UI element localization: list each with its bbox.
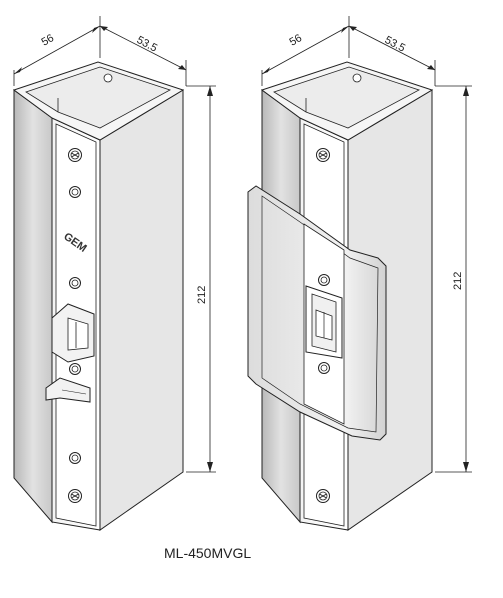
right-height-value: 212 — [452, 272, 464, 290]
left-lock-right-face — [99, 89, 184, 531]
left-height-value: 212 — [196, 286, 208, 304]
left-width-dimension: 56 — [13, 16, 101, 86]
right-lock-top-hole — [352, 73, 362, 83]
left-screw-top — [68, 148, 82, 162]
left-lock-view: GEM 56 53.5 — [12, 16, 216, 531]
left-height-dimension: 212 — [186, 85, 216, 473]
left-width-value: 56 — [40, 32, 57, 49]
left-screw-bottom — [68, 489, 82, 503]
right-lock-view: 56 53.5 212 — [247, 16, 472, 531]
left-hole-upper — [69, 186, 81, 198]
right-screw-bottom — [316, 489, 330, 503]
left-depth-value: 53.5 — [135, 34, 160, 55]
left-lock-top-hole — [103, 73, 113, 83]
left-lock-side-face — [13, 89, 53, 524]
left-hole-middle — [69, 277, 81, 289]
right-hole-upper — [318, 274, 330, 286]
left-hole-lower — [69, 363, 81, 375]
model-caption: ML-450MVGL — [164, 545, 251, 561]
right-depth-value: 53.5 — [383, 34, 408, 55]
right-height-dimension: 212 — [435, 85, 472, 473]
right-width-value: 56 — [288, 32, 305, 49]
left-lock-top-recess — [25, 66, 172, 129]
right-screw-top — [316, 148, 330, 162]
right-hole-lower — [318, 362, 330, 374]
left-hole-bottom — [69, 452, 81, 464]
right-lock-top-recess — [273, 66, 421, 129]
right-width-dimension: 56 — [261, 16, 350, 86]
left-deadlock-pin — [45, 377, 91, 403]
